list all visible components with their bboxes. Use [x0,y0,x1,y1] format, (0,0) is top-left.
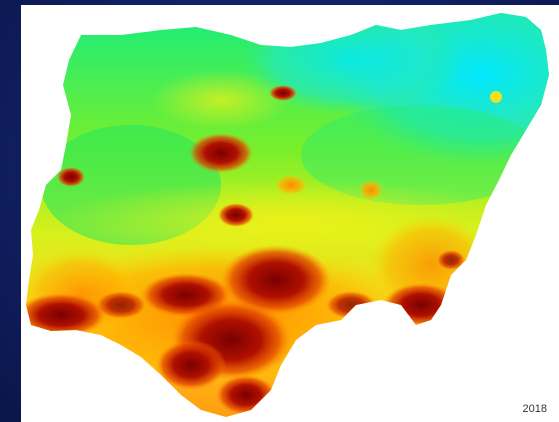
map-panel: 2018 [21,5,559,422]
nigeria-heat-map [26,13,549,417]
year-label: 2018 [522,403,547,415]
country-shape [26,13,549,417]
